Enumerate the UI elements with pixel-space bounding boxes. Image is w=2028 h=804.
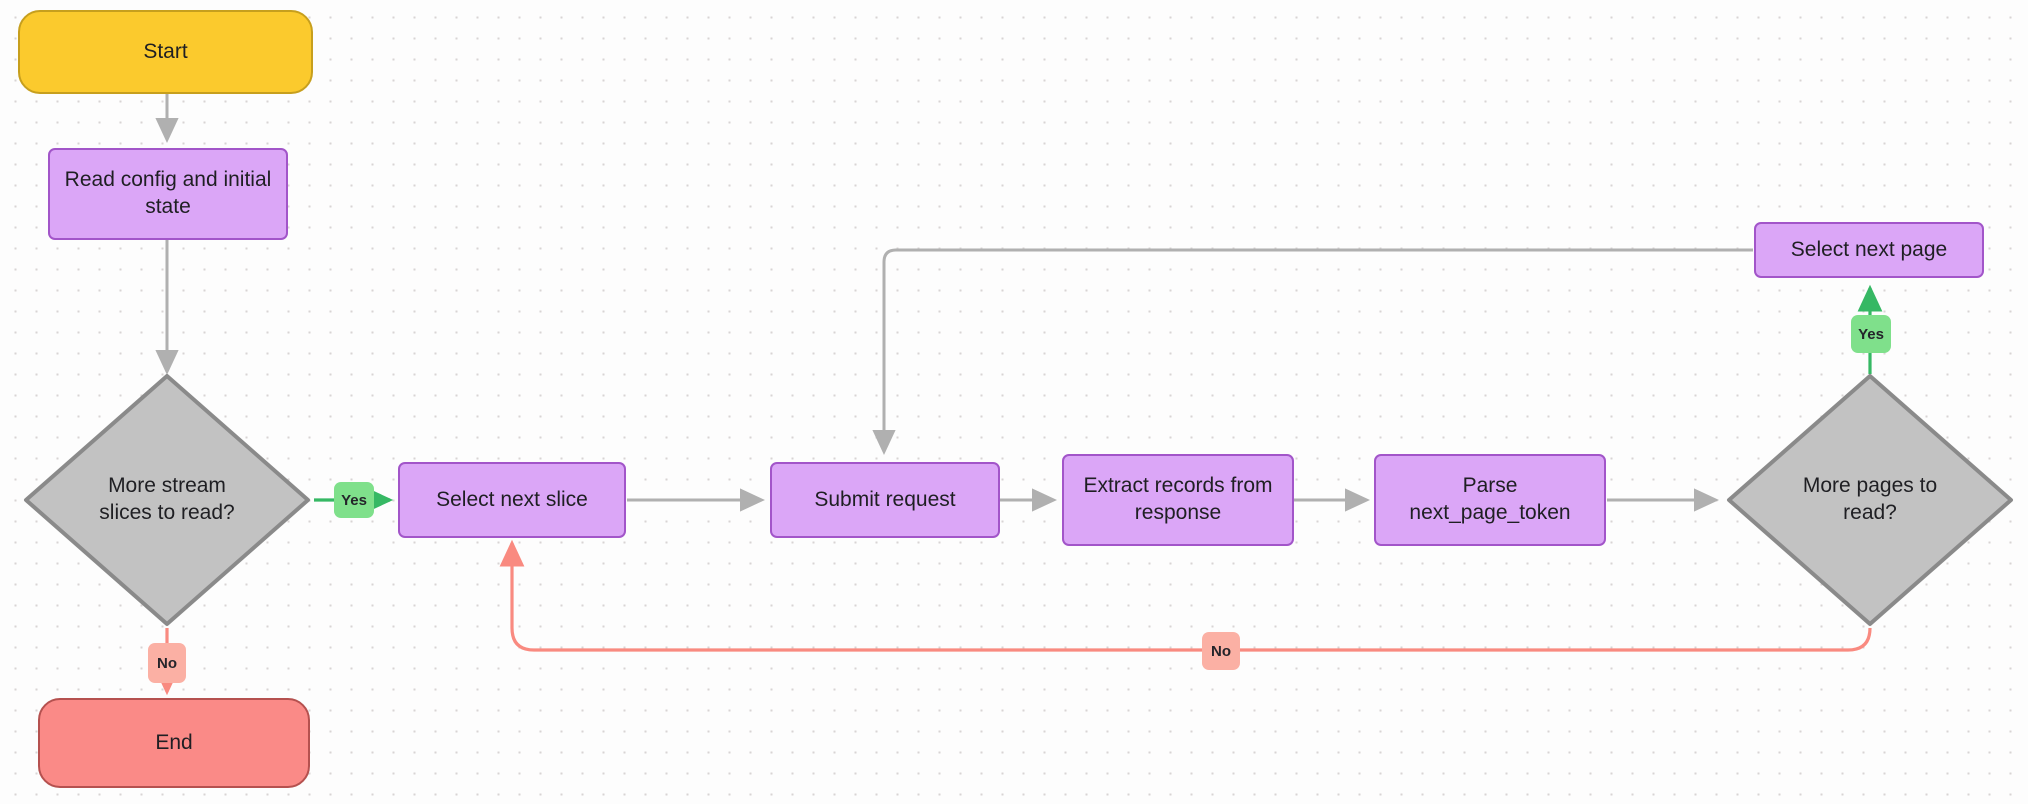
node-end[interactable]: End [38, 698, 310, 788]
node-select-next-page-label: Select next page [1790, 237, 1948, 261]
diamond-shape-more-slices [24, 374, 310, 626]
edge-label-no-pages: No [1202, 632, 1240, 670]
node-submit-request-label: Submit request [814, 487, 956, 511]
diamond-shape-more-pages [1727, 374, 2013, 626]
node-read-config[interactable]: Read config and initial state [48, 148, 288, 240]
node-parse-next-page-token[interactable]: Parse next_page_token [1374, 454, 1606, 546]
edge-label-no-slices: No [148, 643, 186, 683]
node-more-pages[interactable]: More pages to read? [1725, 372, 2015, 628]
node-parse-next-page-token-label: Parse next_page_token [1409, 474, 1571, 524]
node-start[interactable]: Start [18, 10, 313, 94]
node-start-label: Start [143, 39, 188, 63]
node-select-next-page[interactable]: Select next page [1754, 222, 1984, 278]
node-more-stream-slices[interactable]: More stream slices to read? [22, 372, 312, 628]
edge-next-page-to-submit [872, 248, 1753, 455]
edge-more-pages-no-to-next-slice [499, 539, 1872, 652]
edge-label-yes-pages: Yes [1851, 315, 1891, 353]
node-extract-records[interactable]: Extract records from response [1062, 454, 1294, 546]
node-read-config-label: Read config and initial state [64, 168, 272, 218]
node-end-label: End [155, 730, 193, 754]
edge-label-yes-slices: Yes [334, 482, 374, 518]
edge-label-no-pages-text: No [1211, 642, 1231, 660]
node-select-next-slice[interactable]: Select next slice [398, 462, 626, 538]
node-extract-records-label: Extract records from response [1083, 474, 1273, 524]
edge-label-no-slices-text: No [157, 654, 177, 672]
node-select-next-slice-label: Select next slice [436, 487, 588, 511]
edge-label-yes-slices-text: Yes [341, 491, 367, 509]
node-submit-request[interactable]: Submit request [770, 462, 1000, 538]
edge-label-yes-pages-text: Yes [1858, 325, 1884, 343]
